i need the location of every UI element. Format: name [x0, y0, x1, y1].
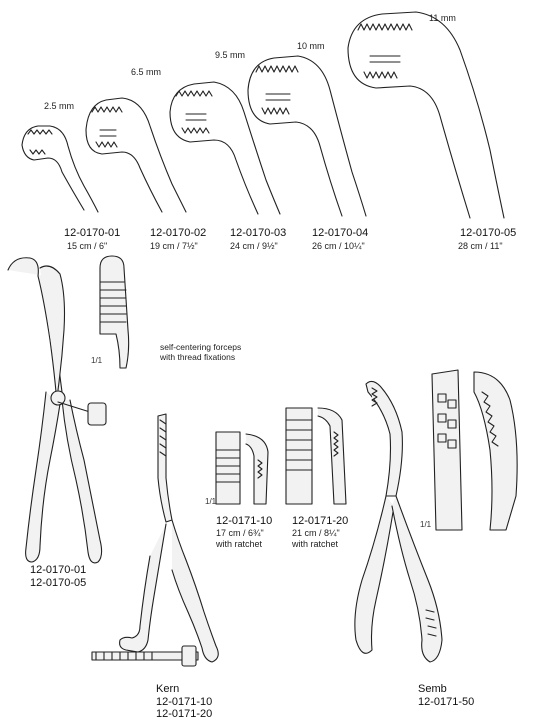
- product-code: 12-0171-50: [418, 696, 475, 708]
- instrument-name: Kern: [156, 683, 180, 695]
- product-size: 21 cm / 8¼": [292, 528, 340, 538]
- product-code: 12-0170-04: [312, 227, 369, 239]
- product-size: 28 cm / 11": [458, 241, 503, 251]
- forceps-head-2: [85, 97, 187, 213]
- product-size: 24 cm / 9½": [230, 241, 278, 251]
- jaw-width-label: 6.5 mm: [131, 67, 162, 77]
- jaw-width-label: 11 mm: [429, 13, 456, 23]
- scale-label: 1/1: [420, 520, 432, 529]
- product-code: 12-0170-05: [460, 227, 517, 239]
- jaw-width-label: 9.5 mm: [215, 50, 246, 60]
- self-centering-note: self-centering forceps: [160, 342, 242, 352]
- jaw-width-label: 10 mm: [297, 41, 325, 51]
- forceps-head-1: [21, 125, 99, 213]
- semb-forceps: [354, 380, 443, 663]
- scale-label: 1/1: [205, 497, 217, 506]
- scale-label: 1/1: [91, 356, 103, 365]
- forceps-head-5: [347, 11, 505, 219]
- product-size: 26 cm / 10¼": [312, 241, 365, 251]
- product-code: 12-0170-01: [30, 564, 87, 576]
- product-code: 12-0170-02: [150, 227, 207, 239]
- jaw-width-label: 2.5 mm: [44, 101, 75, 111]
- product-size: 19 cm / 7½": [150, 241, 198, 251]
- product-code: 12-0171-20: [156, 708, 213, 720]
- product-code: 12-0171-10: [156, 696, 213, 708]
- kern-detail-10: [215, 431, 269, 505]
- product-code: 12-0171-20: [292, 515, 349, 527]
- forceps-head-3: [169, 81, 281, 215]
- kern-detail-20: [285, 407, 347, 505]
- kern-forceps: [91, 413, 219, 667]
- forceps-head-4: [247, 55, 367, 217]
- product-code: 12-0170-03: [230, 227, 287, 239]
- product-code: 12-0170-05: [30, 577, 87, 589]
- product-code: 12-0170-01: [64, 227, 121, 239]
- product-code: 12-0171-10: [216, 515, 273, 527]
- thread-fixation-detail: [99, 255, 130, 369]
- semb-detail: [431, 369, 518, 531]
- variant-note: with ratchet: [292, 539, 339, 549]
- variant-note: with ratchet: [216, 539, 263, 549]
- thread-fixations-note: with thread fixations: [160, 352, 236, 362]
- product-size: 15 cm / 6": [67, 241, 108, 251]
- self-centering-forceps: [7, 257, 107, 564]
- instrument-name: Semb: [418, 683, 447, 695]
- product-size: 17 cm / 6¾": [216, 528, 264, 538]
